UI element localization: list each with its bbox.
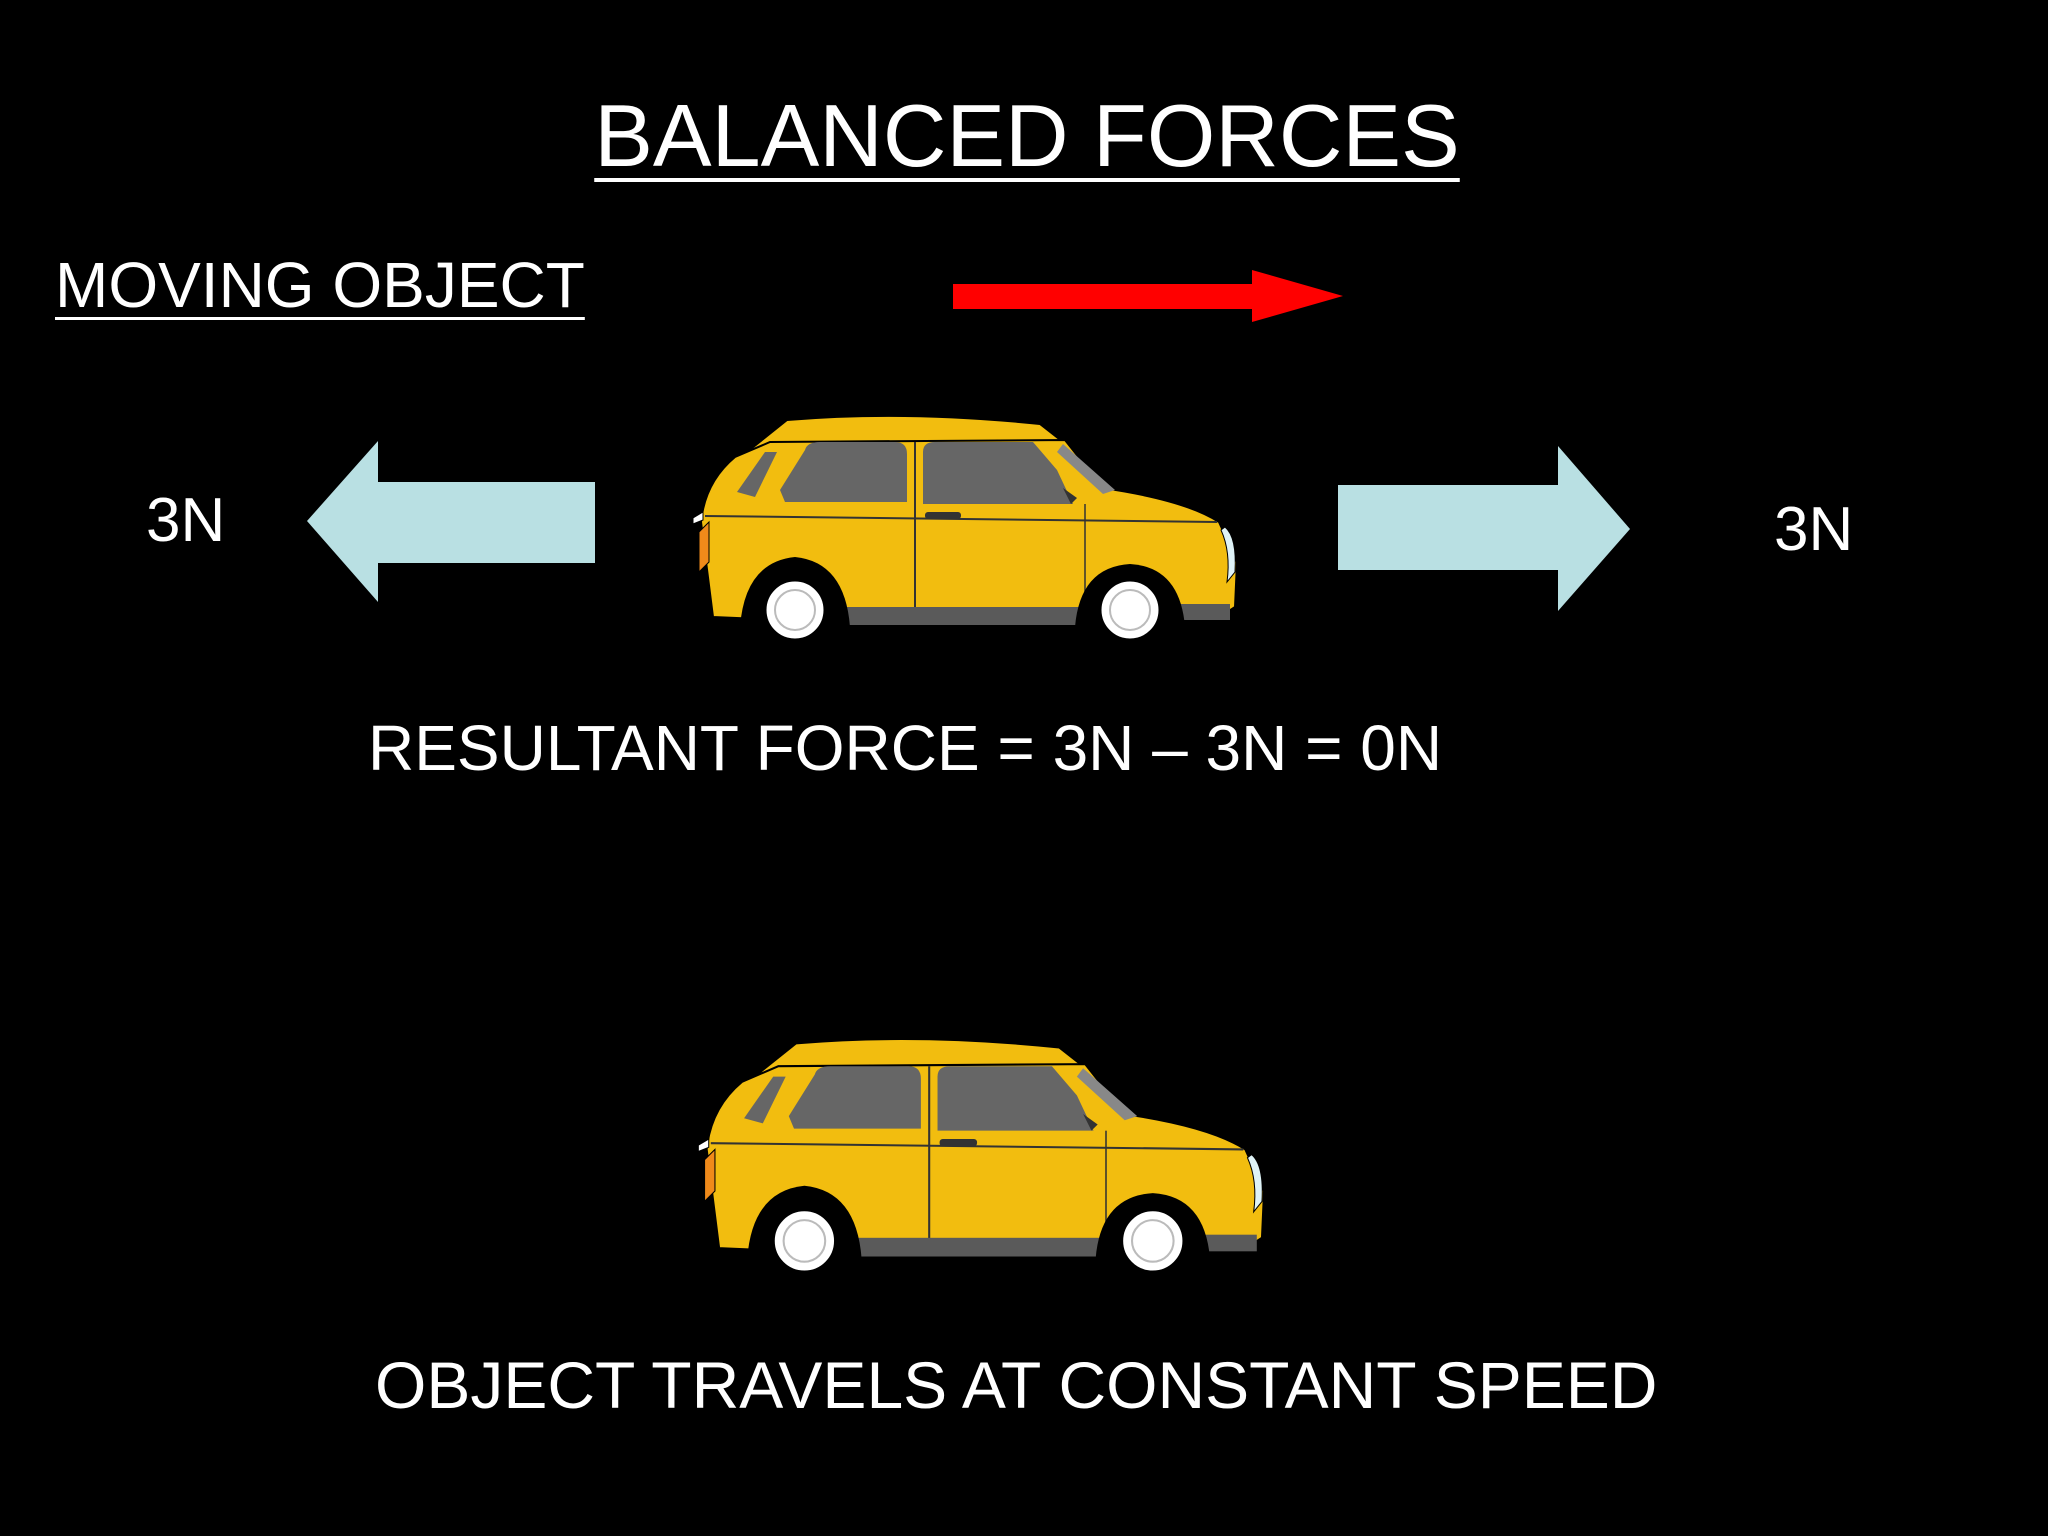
right-force-arrow-icon: [1338, 446, 1630, 611]
motion-arrow-icon: [953, 270, 1343, 322]
right-force-label: 3N: [1774, 495, 1854, 564]
section-subtitle: MOVING OBJECT: [55, 249, 585, 321]
conclusion-text: OBJECT TRAVELS AT CONSTANT SPEED: [375, 1348, 1658, 1422]
left-force-label: 3N: [146, 486, 226, 555]
car-icon-bottom: [696, 1037, 1266, 1274]
resultant-force-equation: RESULTANT FORCE = 3N – 3N = 0N: [368, 712, 1443, 784]
left-force-arrow-icon: [307, 441, 595, 602]
page-title: BALANCED FORCES: [594, 86, 1460, 185]
car-icon-top: [691, 414, 1239, 642]
